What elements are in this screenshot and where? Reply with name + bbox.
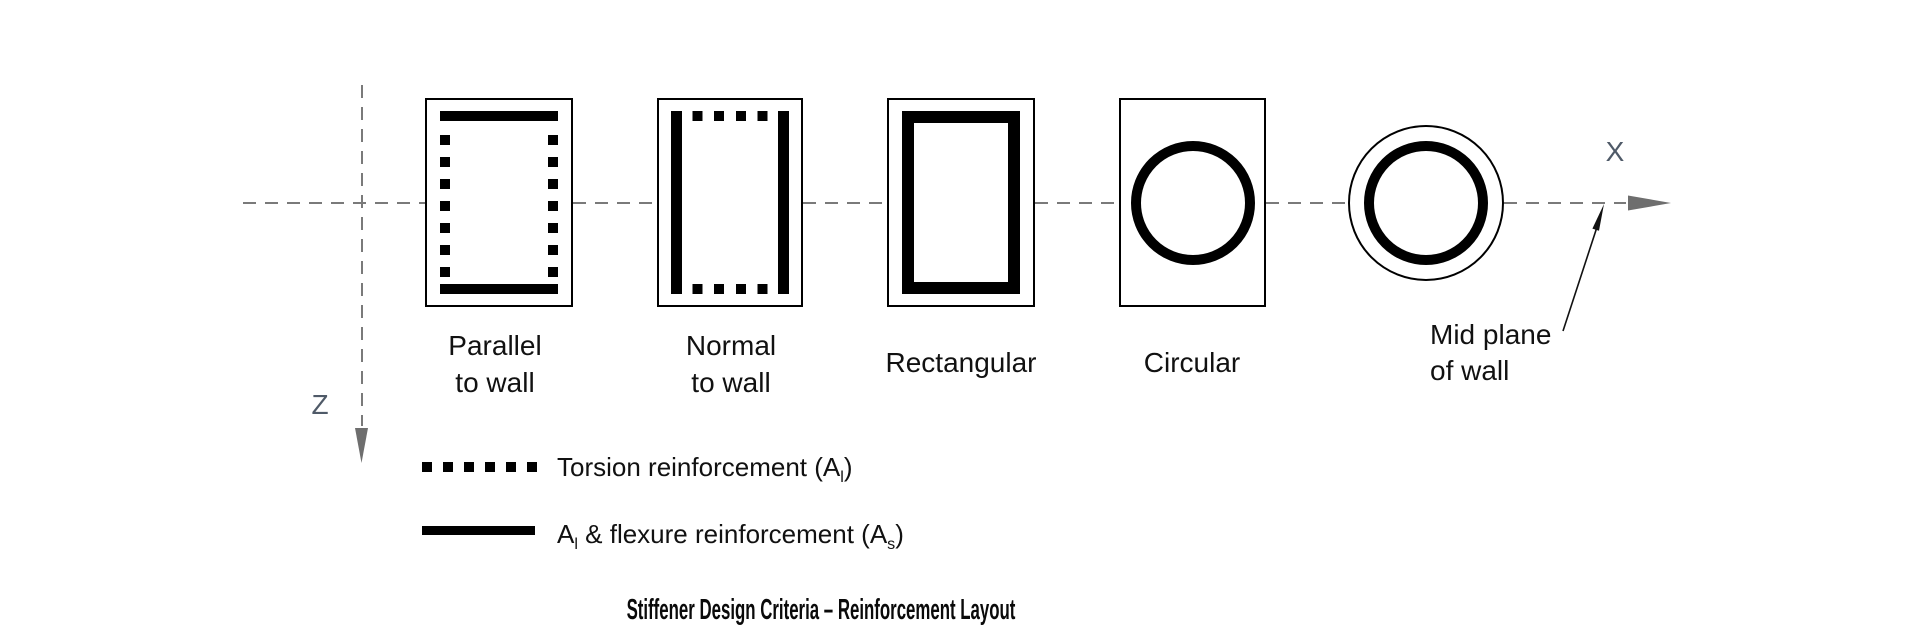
x-axis-label: X [1605, 136, 1625, 167]
midplane-leader-line [1562, 223, 1599, 332]
legend-flexure-a-subscript: l [574, 535, 578, 554]
z-axis-label: Z [311, 389, 329, 420]
torsion-dots-left [440, 135, 450, 277]
legend-torsion-text: Torsion reinforcement (A [557, 452, 841, 482]
torsion-dots-top [671, 111, 789, 121]
torsion-dots-bottom [671, 284, 789, 294]
legend-torsion-subscript: l [840, 468, 844, 487]
legend-flexure-s-subscript: s [887, 535, 896, 554]
section-parallel-frame [425, 98, 573, 307]
section-normal-label-line1: Normal [685, 330, 777, 361]
section-circular-label: Circular [1143, 347, 1241, 378]
legend-item-flexure: Al & flexure reinforcement (As) [557, 518, 904, 560]
section-rectangular-frame [887, 98, 1035, 307]
flexure-swatch [422, 526, 535, 535]
legend-flexure-text-close: ) [895, 519, 904, 549]
section-rectangular-label: Rectangular [885, 347, 1037, 378]
flexure-bar-right [778, 111, 789, 294]
flexure-bar-left [671, 111, 682, 294]
section-circular-frame [1119, 98, 1266, 307]
section-parallel-label-line1: Parallel [448, 330, 542, 361]
section-parallel-label-line2: to wall [455, 367, 535, 398]
midplane-leader-arrowhead [1592, 204, 1604, 231]
z-axis-arrowhead [355, 428, 368, 463]
midplane-label: Mid plane of wall [1430, 317, 1551, 389]
flexure-circle-ring [1130, 140, 1255, 265]
section-normal-label-line2: to wall [691, 367, 771, 398]
torsion-swatch [422, 462, 537, 472]
legend-torsion-text-close: ) [843, 452, 853, 482]
legend-item-torsion: Torsion reinforcement (Al) [557, 451, 853, 493]
section-normal-frame [657, 98, 803, 307]
x-axis-arrowhead [1628, 195, 1671, 211]
flexure-rect-ring [902, 111, 1020, 294]
legend-flexure-text: & flexure reinforcement (A [577, 519, 888, 549]
midplane-label-line2: of wall [1430, 355, 1510, 386]
section-parallel-label: Parallel to wall [448, 327, 541, 401]
torsion-dots-right [548, 135, 558, 277]
flexure-bar-top [440, 111, 558, 121]
midplane-label-line1: Mid plane [1430, 319, 1552, 350]
flexure-bar-bottom [440, 284, 558, 294]
legend-flexure-a: A [557, 519, 575, 549]
midplane-flexure-ring [1364, 141, 1488, 265]
midplane-outer-circle [1348, 125, 1504, 281]
diagram-title: Stiffener Design Criteria – Reinforcemen… [626, 594, 1016, 626]
section-normal-label: Normal to wall [686, 327, 776, 401]
